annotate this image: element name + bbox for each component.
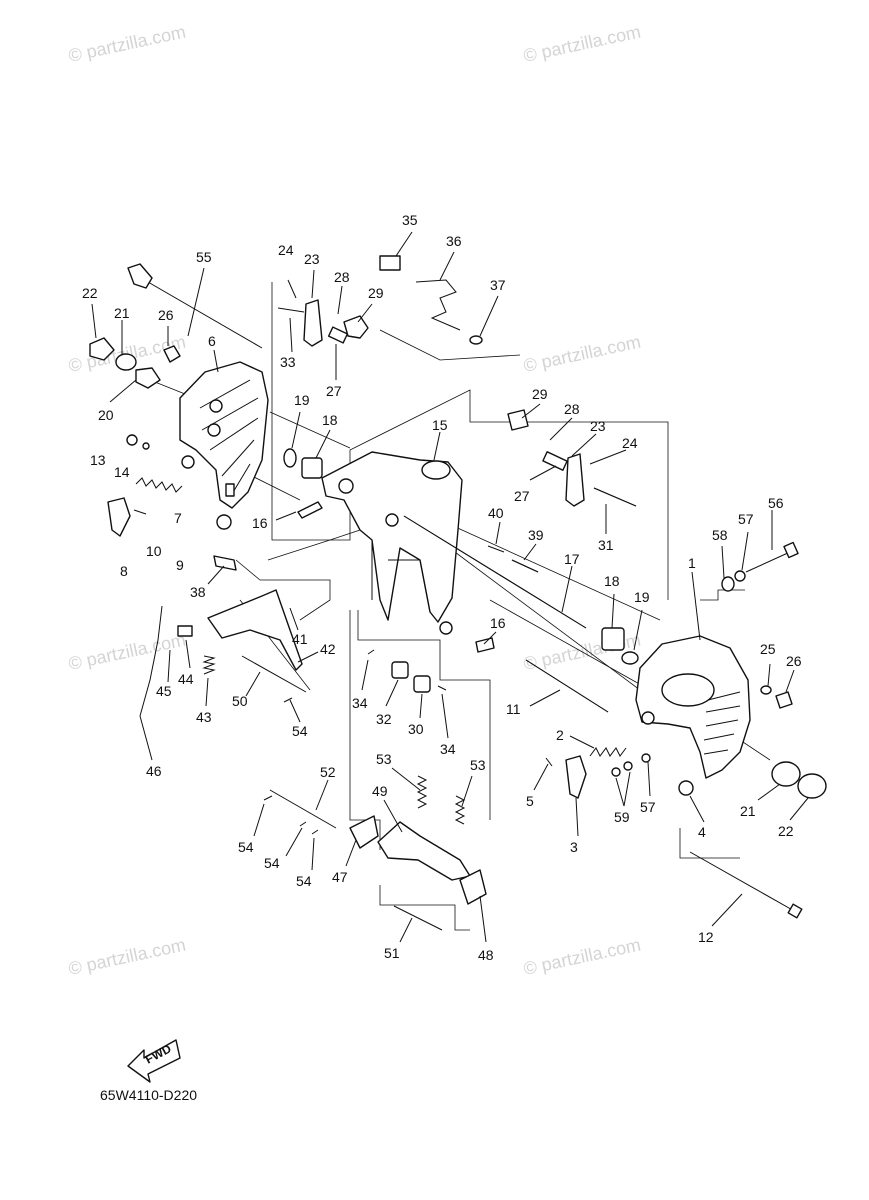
- callout-47[interactable]: 47: [332, 869, 348, 885]
- callout-5[interactable]: 5: [526, 793, 534, 809]
- callout-51[interactable]: 51: [384, 945, 400, 961]
- callout-40[interactable]: 40: [488, 505, 504, 521]
- callout-19[interactable]: 19: [294, 392, 310, 408]
- callout-41[interactable]: 41: [292, 631, 308, 647]
- callout-21[interactable]: 21: [740, 803, 756, 819]
- callout-58[interactable]: 58: [712, 527, 728, 543]
- callout-13[interactable]: 13: [90, 452, 106, 468]
- callout-38[interactable]: 38: [190, 584, 206, 600]
- shafts-and-pins: [89, 255, 827, 931]
- callout-2[interactable]: 2: [556, 727, 564, 743]
- callout-9[interactable]: 9: [176, 557, 184, 573]
- callout-36[interactable]: 36: [446, 233, 462, 249]
- callout-28[interactable]: 28: [564, 401, 580, 417]
- callout-28[interactable]: 28: [334, 269, 350, 285]
- callout-27[interactable]: 27: [514, 488, 530, 504]
- callout-22[interactable]: 22: [778, 823, 794, 839]
- callout-37[interactable]: 37: [490, 277, 506, 293]
- callout-17[interactable]: 17: [564, 551, 580, 567]
- callout-25[interactable]: 25: [760, 641, 776, 657]
- callout-29[interactable]: 29: [368, 285, 384, 301]
- callout-31[interactable]: 31: [598, 537, 614, 553]
- callout-49[interactable]: 49: [372, 783, 388, 799]
- callout-45[interactable]: 45: [156, 683, 172, 699]
- callout-24[interactable]: 24: [622, 435, 638, 451]
- callout-24[interactable]: 24: [278, 242, 294, 258]
- callout-20[interactable]: 20: [98, 407, 114, 423]
- watermark: © partzilla.com: [522, 332, 643, 376]
- callout-39[interactable]: 39: [528, 527, 544, 543]
- watermark: © partzilla.com: [522, 935, 643, 979]
- callout-42[interactable]: 42: [320, 641, 336, 657]
- callout-14[interactable]: 14: [114, 464, 130, 480]
- callout-21[interactable]: 21: [114, 305, 130, 321]
- callout-57[interactable]: 57: [640, 799, 656, 815]
- callout-16[interactable]: 16: [252, 515, 268, 531]
- callout-53[interactable]: 53: [376, 751, 392, 767]
- callout-50[interactable]: 50: [232, 693, 248, 709]
- callout-34[interactable]: 34: [352, 695, 368, 711]
- callout-19[interactable]: 19: [634, 589, 650, 605]
- callout-34[interactable]: 34: [440, 741, 456, 757]
- callout-10[interactable]: 10: [146, 543, 162, 559]
- callout-23[interactable]: 23: [304, 251, 320, 267]
- callout-33[interactable]: 33: [280, 354, 296, 370]
- callout-57[interactable]: 57: [738, 511, 754, 527]
- callout-59[interactable]: 59: [614, 809, 630, 825]
- callout-56[interactable]: 56: [768, 495, 784, 511]
- callout-26[interactable]: 26: [158, 307, 174, 323]
- callout-30[interactable]: 30: [408, 721, 424, 737]
- callout-labels[interactable]: 55 22 21 26 6 20 13 14 7 10 8 9 24 23 28…: [82, 212, 802, 963]
- fwd-arrow-icon: FWD: [127, 1039, 181, 1083]
- callout-29[interactable]: 29: [532, 386, 548, 402]
- callout-54[interactable]: 54: [296, 873, 312, 889]
- callout-6[interactable]: 6: [208, 333, 216, 349]
- watermark: © partzilla.com: [67, 935, 188, 979]
- callout-55[interactable]: 55: [196, 249, 212, 265]
- callout-12[interactable]: 12: [698, 929, 714, 945]
- right-clamp-bracket: [635, 635, 751, 779]
- callout-26[interactable]: 26: [786, 653, 802, 669]
- callout-32[interactable]: 32: [376, 711, 392, 727]
- callout-35[interactable]: 35: [402, 212, 418, 228]
- callout-8[interactable]: 8: [120, 563, 128, 579]
- callout-48[interactable]: 48: [478, 947, 494, 963]
- swivel-bracket: [321, 451, 463, 635]
- callout-7[interactable]: 7: [174, 510, 182, 526]
- callout-54[interactable]: 54: [292, 723, 308, 739]
- callout-3[interactable]: 3: [570, 839, 578, 855]
- callout-52[interactable]: 52: [320, 764, 336, 780]
- callout-27[interactable]: 27: [326, 383, 342, 399]
- watermark: © partzilla.com: [522, 22, 643, 66]
- callout-53[interactable]: 53: [470, 757, 486, 773]
- callout-44[interactable]: 44: [178, 671, 194, 687]
- callout-15[interactable]: 15: [432, 417, 448, 433]
- callout-11[interactable]: 11: [506, 701, 521, 717]
- callout-16[interactable]: 16: [490, 615, 506, 631]
- callout-1[interactable]: 1: [688, 555, 696, 571]
- leader-lines: [91, 231, 809, 943]
- left-clamp-bracket: [179, 361, 269, 509]
- callout-22[interactable]: 22: [82, 285, 98, 301]
- callout-4[interactable]: 4: [698, 824, 706, 840]
- callout-54[interactable]: 54: [238, 839, 254, 855]
- callout-54[interactable]: 54: [264, 855, 280, 871]
- callout-43[interactable]: 43: [196, 709, 212, 725]
- callout-18[interactable]: 18: [322, 412, 338, 428]
- callout-23[interactable]: 23: [590, 418, 606, 434]
- callout-18[interactable]: 18: [604, 573, 620, 589]
- watermark: © partzilla.com: [67, 22, 188, 66]
- diagram-code: 65W4110-D220: [100, 1087, 197, 1103]
- callout-46[interactable]: 46: [146, 763, 162, 779]
